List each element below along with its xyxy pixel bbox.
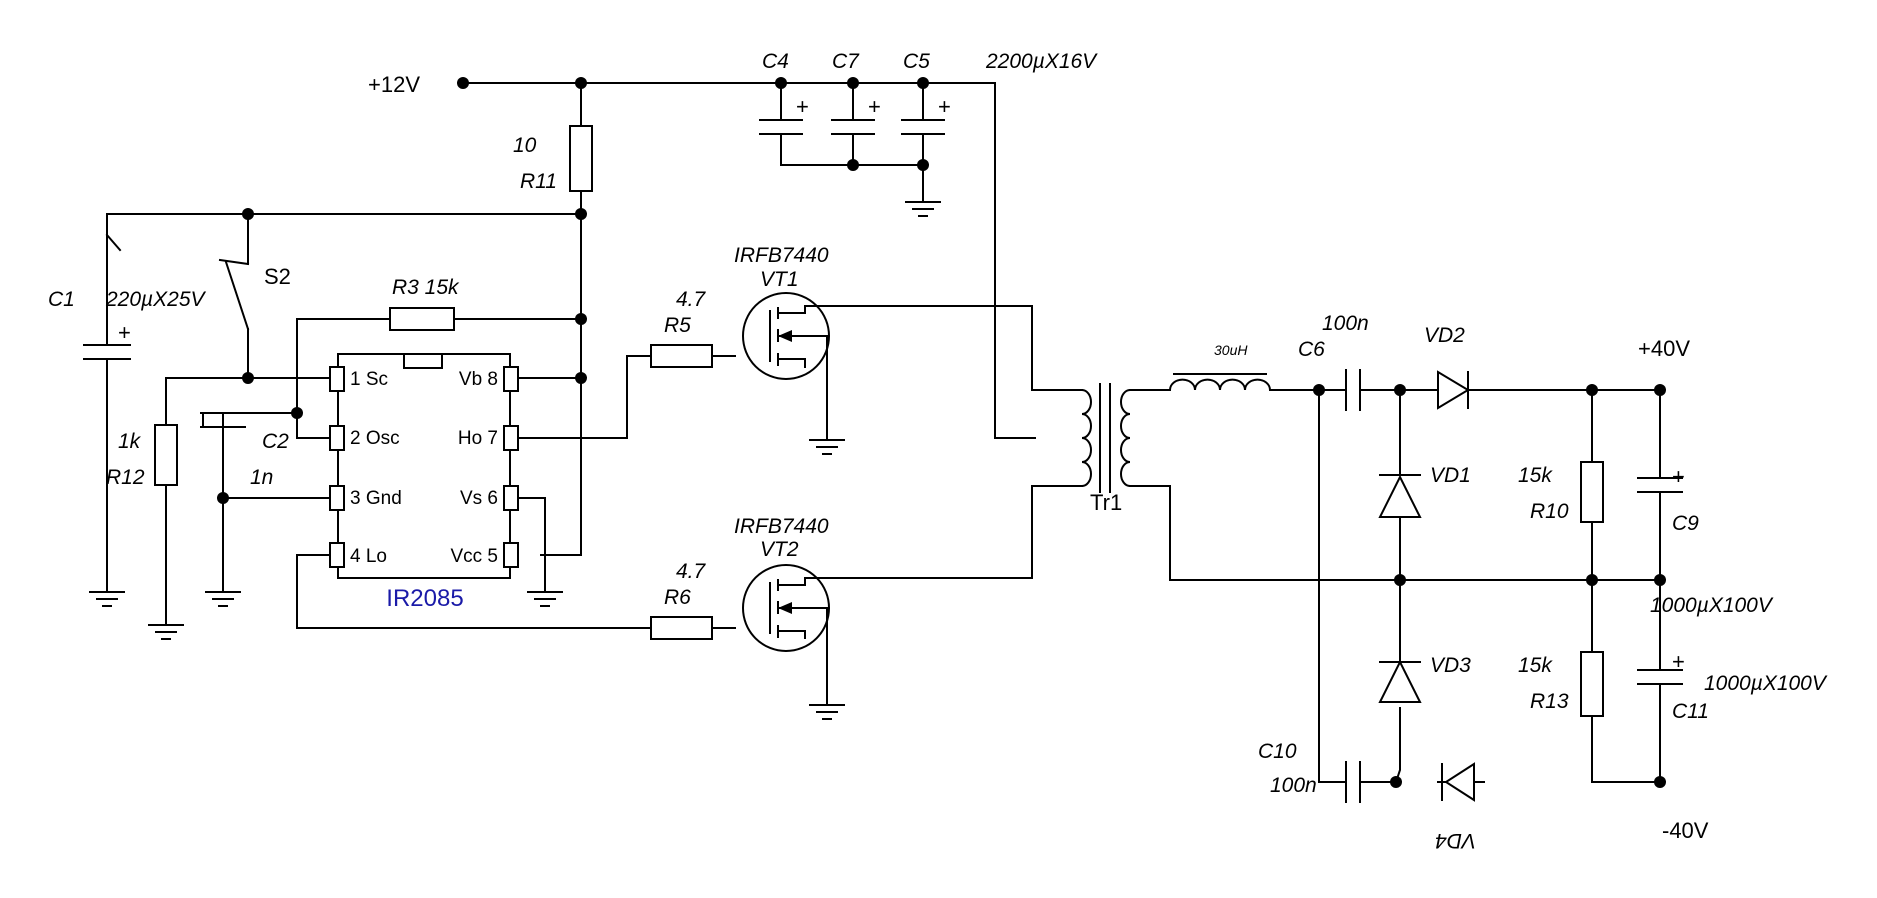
c10-label: C10: [1258, 740, 1297, 763]
r11-value: 10: [513, 134, 537, 157]
ic-ir2085: 1 Sc 2 Osc 3 Gnd 4 Lo Vb 8 Ho 7 Vs 6 Vcc…: [329, 353, 519, 612]
inductor-l: [1168, 373, 1272, 392]
c4-label: C4: [762, 50, 789, 73]
capacitor-c9: [1637, 477, 1683, 493]
capacitor-c6: [1345, 369, 1361, 411]
r11-label: R11: [520, 170, 557, 193]
s2-label: S2: [264, 264, 291, 289]
resistor-r13: [1580, 651, 1604, 717]
switch-c1-contact: [105, 233, 122, 252]
c2-value: 1n: [250, 466, 273, 489]
r13-value: 15k: [1518, 654, 1553, 677]
transformer-tr1: [1080, 383, 1132, 493]
ic-name: IR2085: [386, 585, 463, 612]
ic-pin-1: 1 Sc: [350, 369, 388, 390]
r5-value: 4.7: [676, 288, 707, 311]
switch-s2: [218, 258, 250, 331]
vd3-label: VD3: [1430, 654, 1471, 677]
r10-label: R10: [1530, 500, 1569, 523]
c6-value: 100n: [1322, 312, 1369, 335]
c11-value: 1000µX100V: [1704, 672, 1828, 695]
capacitor-c10: [1345, 761, 1361, 803]
r13-label: R13: [1530, 690, 1569, 713]
inductor-value: 30uH: [1214, 342, 1248, 358]
ic-pin-8: Vb 8: [459, 369, 498, 390]
svg-text:+: +: [118, 320, 131, 345]
r5-label: R5: [664, 314, 691, 337]
c10-value: 100n: [1270, 774, 1317, 797]
vt2-part: IRFB7440: [734, 515, 829, 538]
r6-label: R6: [664, 586, 691, 609]
r10-value: 15k: [1518, 464, 1553, 487]
resistor-r3: [389, 307, 455, 331]
capacitor-c5: [901, 119, 945, 135]
diode-vd3: [1378, 659, 1422, 703]
diode-vd2: [1437, 370, 1485, 410]
capacitors: [83, 119, 1683, 803]
capacitor-c1: [83, 344, 131, 360]
svg-text:+: +: [1672, 649, 1685, 674]
rail-12v-label: +12V: [368, 72, 420, 97]
rail-40v-pos-label: +40V: [1638, 336, 1690, 361]
ground-symbols: [89, 201, 941, 720]
svg-text:+: +: [1672, 464, 1685, 489]
ic-pin-5: Vcc 5: [450, 546, 498, 567]
c7-label: C7: [832, 50, 860, 73]
resistor-r5: [650, 344, 713, 368]
c5-label: C5: [903, 50, 930, 73]
c9-value: 1000µX100V: [1650, 594, 1774, 617]
capacitor-c11: [1637, 669, 1683, 685]
ic-pin-6: Vs 6: [460, 488, 498, 509]
capacitor-c4: [759, 119, 803, 135]
vd2-label: VD2: [1424, 324, 1465, 347]
c1-label: C1: [48, 288, 75, 311]
r3-label: R3 15k: [392, 276, 460, 299]
c1-value: 220µX25V: [105, 288, 207, 311]
polarity-marks: + + + + + +: [118, 94, 1685, 674]
r12-label: R12: [106, 466, 145, 489]
ic-pin-4: 4 Lo: [350, 546, 387, 567]
junctions: [217, 77, 1666, 788]
vt2-label: VT2: [760, 538, 799, 561]
vt1-label: VT1: [760, 268, 799, 291]
c2-label: C2: [262, 430, 289, 453]
mosfet-vt1: [742, 292, 830, 380]
resistor-r12: [154, 424, 178, 486]
capacitor-c7: [831, 119, 875, 135]
diode-vd4: [1441, 762, 1475, 802]
r12-value: 1k: [118, 430, 142, 453]
svg-text:+: +: [938, 94, 951, 119]
svg-text:+: +: [868, 94, 881, 119]
resistor-r6: [650, 616, 713, 640]
c6-label: C6: [1298, 338, 1325, 361]
svg-text:+: +: [796, 94, 809, 119]
ic-pin-2: 2 Osc: [350, 428, 400, 449]
r6-value: 4.7: [676, 560, 707, 583]
resistor-r11: [569, 125, 593, 192]
capacitor-c2: [200, 412, 246, 428]
resistors: [154, 125, 1604, 717]
c9-label: C9: [1672, 512, 1699, 535]
vd1-label: VD1: [1430, 464, 1471, 487]
rail-40v-neg-label: -40V: [1662, 818, 1709, 843]
vt1-part: IRFB7440: [734, 244, 829, 267]
labels: +12V +40V -40V C4 C7 C5 2200µX16V 10 R11…: [48, 50, 1828, 852]
vd4-label: VD4: [1435, 829, 1476, 852]
tr1-label: Tr1: [1090, 490, 1122, 515]
mosfet-vt2: [742, 564, 830, 652]
c457-value: 2200µX16V: [985, 50, 1098, 73]
ic-pin-7: Ho 7: [458, 428, 498, 449]
diode-vd1: [1378, 474, 1422, 518]
ic-pin-3: 3 Gnd: [350, 488, 402, 509]
c11-label: C11: [1672, 700, 1709, 723]
resistor-r10: [1580, 461, 1604, 523]
